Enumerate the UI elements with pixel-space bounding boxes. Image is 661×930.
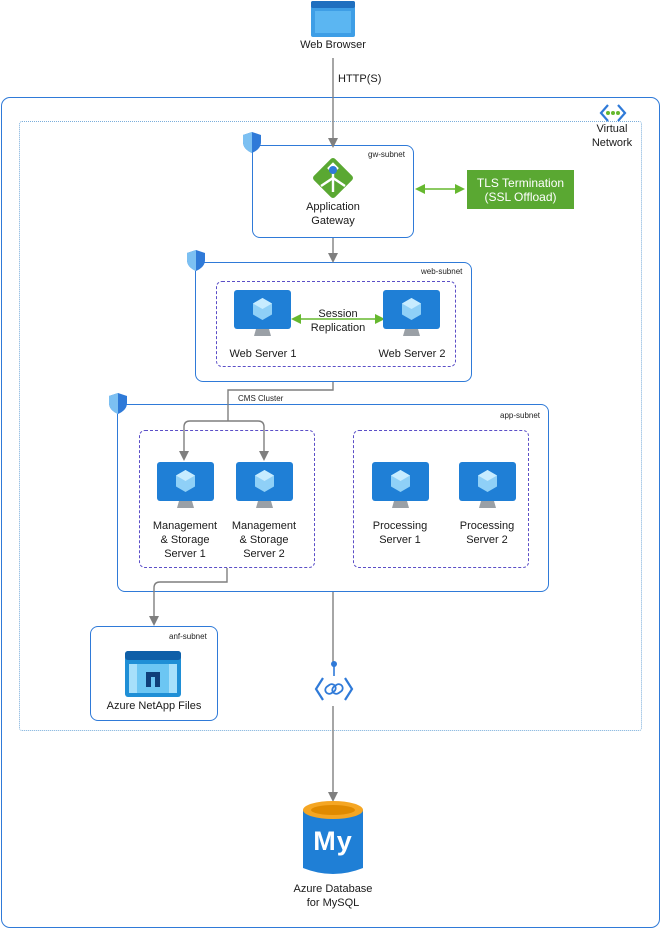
- tls-termination-box: [467, 170, 574, 209]
- mysql-logo-text: My: [313, 826, 353, 856]
- tls-label-1: TLS Termination: [476, 176, 565, 190]
- mgmt-server-1-label-1: Management: [152, 520, 218, 532]
- mysql-label-2: for MySQL: [306, 897, 360, 909]
- http-label: HTTP(S): [338, 73, 382, 85]
- app-to-anf-arrow: [149, 568, 228, 626]
- processing-group: [353, 430, 529, 568]
- virtual-network-icon: [599, 104, 627, 122]
- browser-icon: [311, 1, 355, 37]
- session-replication-label-2: Replication: [310, 322, 366, 334]
- mysql-database-icon: [303, 801, 363, 874]
- app-gateway-label-1: Application: [306, 201, 360, 213]
- virtual-machine-icon: [459, 462, 516, 508]
- cms-cluster-connector: [227, 382, 334, 421]
- gw-subnet-label: gw-subnet: [368, 150, 405, 159]
- anf-subnet-label: anf-subnet: [169, 632, 207, 641]
- mgmt-server-2-label-1: Management: [231, 520, 297, 532]
- vnet-dotted-boundary: [19, 121, 642, 731]
- mysql-label-1: Azure Database: [293, 883, 373, 895]
- web-server-group: [216, 281, 456, 367]
- vnet-outer-boundary: [1, 97, 660, 928]
- processing-server-1-label-2: Server 1: [379, 534, 421, 546]
- vnet-label-1: Virtual: [596, 123, 628, 135]
- cms-cluster-group: [139, 430, 315, 568]
- anf-label: Azure NetApp Files: [106, 700, 202, 712]
- virtual-machine-icon: [157, 462, 214, 508]
- processing-server-2-label-2: Server 2: [466, 534, 508, 546]
- app-gateway-label-2: Gateway: [311, 215, 355, 227]
- tls-label-2: (SSL Offload): [484, 190, 557, 204]
- vnet-label-2: Network: [591, 137, 633, 149]
- shield-icon: [243, 132, 261, 153]
- virtual-machine-icon: [234, 290, 291, 336]
- processing-server-2-label-1: Processing: [459, 520, 515, 532]
- private-link-icon: [314, 661, 354, 701]
- cms-to-mgmt1: [179, 420, 228, 461]
- netapp-files-icon: [125, 651, 181, 697]
- virtual-machine-icon: [383, 290, 440, 336]
- mgmt-server-2-label-3: Server 2: [243, 548, 285, 560]
- mgmt-server-1-label-3: Server 1: [164, 548, 206, 560]
- web-server-1-label: Web Server 1: [229, 348, 297, 360]
- cms-to-mgmt2: [228, 420, 269, 461]
- web-server-2-label: Web Server 2: [378, 348, 446, 360]
- processing-server-1-label-1: Processing: [372, 520, 428, 532]
- cms-cluster-label: CMS Cluster: [238, 394, 284, 403]
- virtual-machine-icon: [236, 462, 293, 508]
- shield-icon: [187, 250, 205, 271]
- mgmt-server-1-label-2: & Storage: [160, 534, 210, 546]
- shield-icon: [109, 393, 127, 414]
- app-subnet-label: app-subnet: [500, 411, 541, 420]
- web-subnet-label: web-subnet: [421, 267, 463, 276]
- browser-label: Web Browser: [300, 39, 366, 51]
- application-gateway-icon: [313, 158, 353, 198]
- mgmt-server-2-label-2: & Storage: [239, 534, 289, 546]
- virtual-machine-icon: [372, 462, 429, 508]
- session-replication-label-1: Session: [318, 308, 358, 320]
